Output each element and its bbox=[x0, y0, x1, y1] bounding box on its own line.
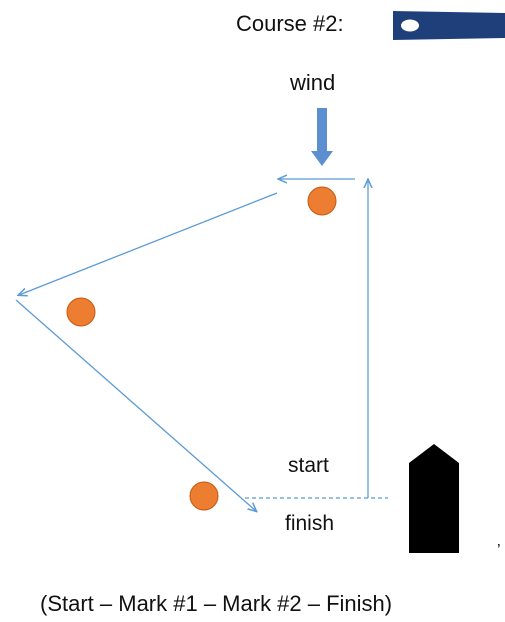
windward-mark bbox=[307, 186, 337, 216]
course-title: Course #2: bbox=[236, 11, 344, 36]
finish-label: finish bbox=[285, 512, 335, 535]
leg-reach-one bbox=[19, 192, 278, 295]
wind-arrow-icon bbox=[311, 108, 333, 166]
wing-mark bbox=[66, 297, 96, 327]
start-label: start bbox=[288, 454, 329, 477]
course-caption: (Start – Mark #1 – Mark #2 – Finish) bbox=[40, 591, 393, 616]
pin-end-mark bbox=[189, 481, 219, 511]
committee-boat-icon bbox=[409, 444, 459, 553]
course-flag-icon bbox=[393, 11, 505, 40]
leg-reach-two bbox=[15, 299, 256, 511]
wind-label: wind bbox=[290, 70, 336, 95]
stray-mark: ’ bbox=[497, 542, 501, 559]
